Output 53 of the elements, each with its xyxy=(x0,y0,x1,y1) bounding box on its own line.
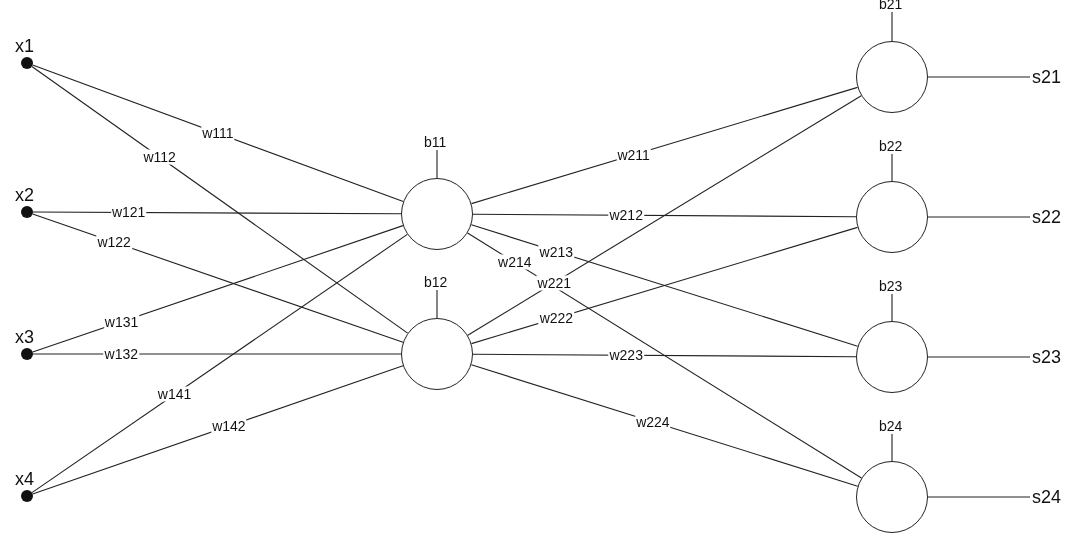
output-label: s24 xyxy=(1032,487,1062,507)
connection-line xyxy=(32,365,404,495)
connection-line xyxy=(436,289,438,319)
edge-label: w214 xyxy=(497,254,533,270)
edge-label: w142 xyxy=(211,418,247,434)
edge-label: w222 xyxy=(538,310,575,326)
bias-label: b22 xyxy=(879,138,903,154)
input-label: x1 xyxy=(15,37,34,55)
edge-label: w121 xyxy=(110,205,147,220)
connection-line xyxy=(927,496,1031,498)
connection-line xyxy=(31,65,409,334)
connection-line xyxy=(891,153,893,182)
edge-label: w132 xyxy=(103,346,140,362)
connection-line xyxy=(436,149,438,179)
output-label: s21 xyxy=(1032,67,1062,87)
edge-label: w221 xyxy=(536,275,573,291)
input-label: x2 xyxy=(15,186,34,204)
connection-line xyxy=(32,225,404,353)
edge-label: w213 xyxy=(538,244,575,259)
connection-line xyxy=(32,211,402,215)
bias-label: b11 xyxy=(424,134,447,150)
output-label: s23 xyxy=(1032,347,1062,367)
edge-label: w111 xyxy=(201,125,235,141)
connection-line xyxy=(470,364,859,487)
connection-line xyxy=(927,356,1031,358)
edge-label: w112 xyxy=(142,149,177,165)
connection-line xyxy=(891,433,893,462)
connection-line xyxy=(927,216,1031,218)
connection-line xyxy=(31,233,408,494)
edge-label: w223 xyxy=(608,347,644,363)
connection-line xyxy=(472,353,857,358)
bias-label: b12 xyxy=(424,274,448,290)
edge-label: w211 xyxy=(616,147,651,163)
bias-label: b23 xyxy=(879,278,903,294)
connection-line xyxy=(467,95,862,336)
connection-line xyxy=(927,76,1031,78)
bias-label: b24 xyxy=(879,418,903,434)
edge-label: w224 xyxy=(635,414,671,430)
output-label: s22 xyxy=(1032,207,1062,227)
edge-label: w212 xyxy=(608,207,644,223)
connection-line xyxy=(891,11,893,42)
connection-line xyxy=(32,213,404,343)
connection-line xyxy=(32,353,402,355)
edge-label: w131 xyxy=(103,314,140,330)
edge-label: w141 xyxy=(156,386,193,402)
connection-line xyxy=(891,293,893,322)
connection-line xyxy=(470,86,859,205)
connection-line xyxy=(32,64,404,203)
edge-label: w122 xyxy=(96,234,132,250)
connection-line xyxy=(472,213,857,218)
input-label: x3 xyxy=(15,328,34,346)
input-label: x4 xyxy=(15,470,34,488)
connection-line xyxy=(467,232,862,479)
